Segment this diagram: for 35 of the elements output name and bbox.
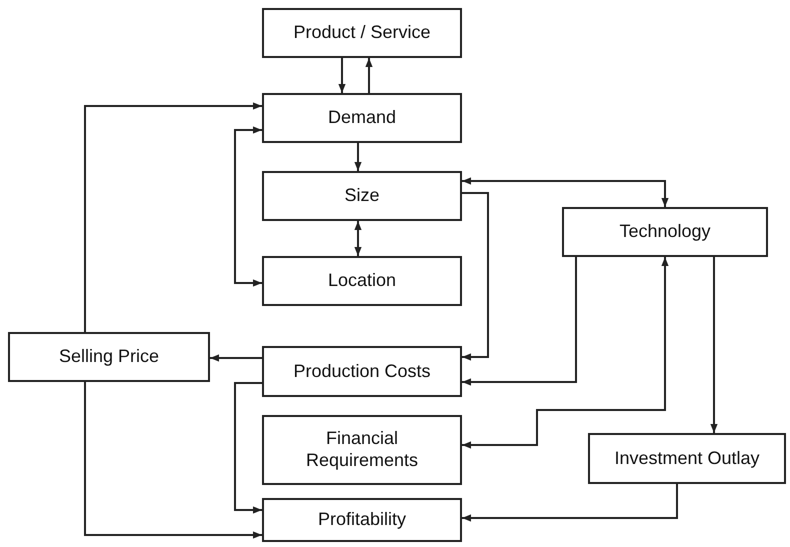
arrow <box>365 58 373 93</box>
process-box <box>8 332 210 382</box>
process-box <box>262 346 462 397</box>
arrow <box>354 143 362 171</box>
process-box <box>562 207 768 257</box>
process-box <box>262 498 462 542</box>
box-label: Investment Outlay <box>614 448 760 470</box>
arrow <box>84 382 262 539</box>
arrow <box>462 484 678 522</box>
box-label: Financial Requirements <box>304 428 420 472</box>
box-label: Demand <box>328 107 396 129</box>
arrow <box>210 354 262 362</box>
process-box <box>262 93 462 143</box>
box-label: Production Costs <box>293 360 431 382</box>
box-label: Selling Price <box>58 346 160 368</box>
arrow <box>354 221 362 256</box>
process-box <box>262 171 462 221</box>
arrow <box>234 126 262 287</box>
arrow <box>462 192 489 361</box>
arrow <box>462 177 669 207</box>
arrow <box>462 257 669 449</box>
process-box <box>588 433 786 484</box>
box-label: Technology <box>619 221 711 243</box>
process-box <box>262 415 462 485</box>
process-box <box>262 8 462 58</box>
box-label: Profitability <box>318 509 406 531</box>
box-label: Product / Service <box>293 22 431 44</box>
arrow <box>234 382 262 514</box>
process-box <box>262 256 462 306</box>
arrow <box>710 257 718 433</box>
arrow <box>338 58 346 93</box>
box-label: Size <box>344 185 380 207</box>
arrow <box>84 102 262 332</box>
box-label: Location <box>328 270 396 292</box>
arrow <box>462 257 577 386</box>
